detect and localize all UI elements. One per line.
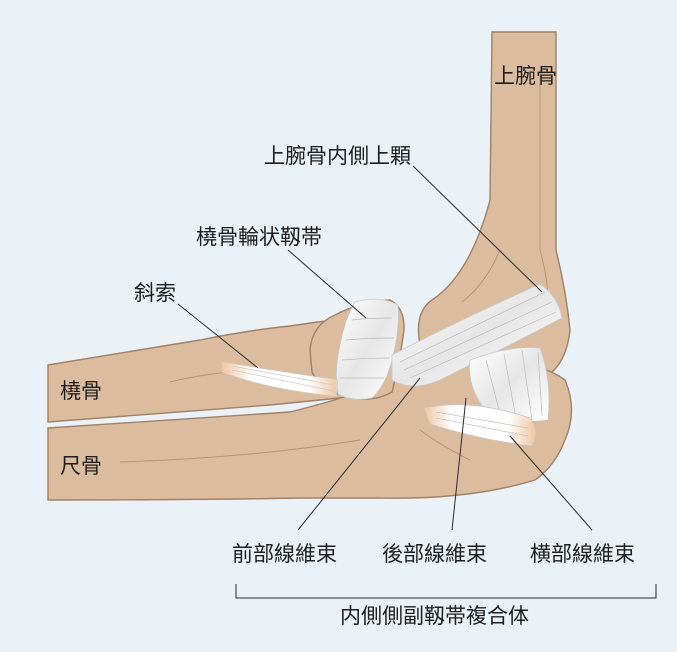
label-transverse-bundle: 横部線維束 bbox=[530, 542, 635, 566]
label-annular-ligament: 橈骨輪状靱帯 bbox=[196, 225, 322, 249]
label-humerus: 上腕骨 bbox=[494, 64, 557, 88]
label-radius: 橈骨 bbox=[60, 379, 102, 403]
leader-annular-ligament bbox=[287, 249, 367, 319]
leader-lines bbox=[177, 165, 593, 531]
annular-ligament bbox=[336, 298, 399, 400]
leader-transverse-bundle bbox=[509, 435, 593, 531]
complex-bracket bbox=[235, 584, 657, 599]
label-medial-epicondyle: 上腕骨内側上顆 bbox=[264, 144, 411, 168]
label-ulna: 尺骨 bbox=[60, 454, 102, 478]
label-mcl-complex: 内側側副靱帯複合体 bbox=[340, 604, 529, 628]
oblique-cord bbox=[221, 361, 339, 397]
leader-anterior-bundle bbox=[297, 377, 421, 531]
posterior-bundle bbox=[469, 347, 550, 422]
anterior-bundle bbox=[391, 283, 563, 387]
leader-medial-epicondyle bbox=[412, 165, 543, 293]
leader-posterior-bundle bbox=[451, 397, 467, 531]
label-oblique-cord: 斜索 bbox=[134, 281, 176, 305]
leader-oblique-cord bbox=[177, 303, 259, 369]
label-anterior-bundle: 前部線維束 bbox=[232, 542, 337, 566]
label-posterior-bundle: 後部線維束 bbox=[382, 542, 487, 566]
